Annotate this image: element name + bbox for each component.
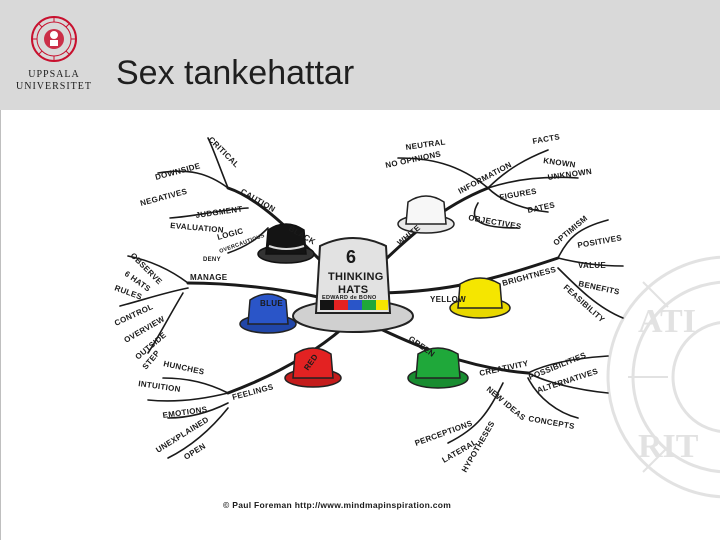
center-number: 6: [346, 247, 356, 267]
word-open: OPEN: [182, 441, 207, 461]
word-judgment: JUDGMENT: [195, 204, 243, 219]
center-title-line1: THINKING: [328, 271, 384, 283]
word-hunches: HUNCHES: [163, 359, 206, 377]
word-known: KNOWN: [543, 156, 577, 169]
word-negatives: NEGATIVES: [139, 187, 188, 208]
blue-sub-branches: [119, 255, 189, 354]
slide-title: Sex tankehattar: [116, 54, 355, 92]
slide-border: [0, 110, 1, 540]
credit-line: © Paul Foreman http://www.mindmapinspira…: [223, 500, 451, 510]
word-positives: POSITIVES: [577, 233, 623, 250]
branch-blue: [186, 281, 325, 300]
center-title-line2: HATS: [338, 284, 368, 296]
word-no-opinions: NO OPINIONS: [385, 149, 443, 170]
word-feelings: FEELINGS: [231, 382, 275, 402]
hat-label-yellow: YELLOW: [430, 295, 466, 304]
word-downside: DOWNSIDE: [154, 161, 201, 182]
blue-hat-icon: [239, 293, 297, 334]
word-critical: CRITICAL: [207, 135, 241, 169]
red-hat-icon: [284, 347, 342, 388]
six-hats-mindmap: .br { fill:none; stroke:#1a1a1a; stroke-…: [113, 132, 624, 510]
center-author: EDWARD de BONO: [322, 295, 377, 301]
university-name-line2: UNIVERSITET: [16, 81, 92, 92]
word-dates: DATES: [527, 200, 557, 215]
word-facts: FACTS: [532, 132, 561, 146]
green-sub-branches: [447, 355, 609, 444]
white-sub-branches: [397, 149, 579, 229]
center-hat-icon: [292, 237, 414, 333]
word-benefits: BENEFITS: [578, 279, 621, 297]
university-logo: UPPSALA UNIVERSITET: [10, 14, 98, 94]
seal-icon: [31, 16, 77, 62]
word-concepts: CONCEPTS: [528, 414, 576, 431]
green-hat-icon: [407, 347, 469, 389]
branch-red: [226, 326, 345, 395]
yellow-sub-branches: [557, 219, 624, 319]
black-hat-icon: [257, 223, 315, 264]
word-intuition: INTUITION: [138, 379, 182, 394]
word-figures: FIGURES: [499, 187, 538, 202]
yellow-hat-icon: [449, 277, 511, 319]
svg-text:RIT: RIT: [638, 428, 699, 465]
word-creativity: CREATIVITY: [479, 359, 530, 378]
word-caution: CAUTION: [239, 187, 277, 214]
word-unknown: UNKNOWN: [547, 167, 593, 182]
red-sub-branches: [147, 377, 229, 459]
svg-text:ATI: ATI: [638, 303, 696, 340]
word-value: VALUE: [578, 261, 606, 270]
word-manage: MANAGE: [190, 273, 228, 282]
black-sub-branches: [157, 137, 269, 254]
hat-label-blue: BLUE: [260, 299, 283, 308]
white-hat-icon: [397, 195, 455, 234]
word-deny: DENY: [203, 257, 221, 263]
branch-black: [226, 186, 330, 270]
seal-watermark-icon: ATI RIT: [606, 255, 720, 499]
word-objectives: OBJECTIVES: [468, 213, 523, 231]
slide-header: UPPSALA UNIVERSITET Sex tankehattar: [0, 0, 720, 110]
university-name-line1: UPPSALA: [28, 69, 80, 80]
